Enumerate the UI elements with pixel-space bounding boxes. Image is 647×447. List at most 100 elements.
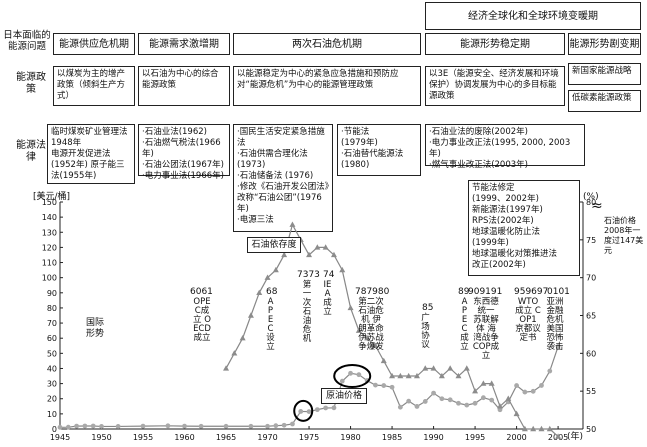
oil-dependency-point (289, 221, 296, 227)
law-item: ·燃气事业改正法(2003年) (429, 160, 528, 170)
law-box-recent: 节能法修定 (1999、2002年) 新能源法(1997年) RPS法(2002… (468, 180, 580, 276)
x-tick-label: 1975 (299, 433, 319, 442)
axis-break-mark: ≈ (591, 198, 603, 214)
period-label: 两次石油危机期 (292, 38, 362, 50)
oil-dependency-point (413, 372, 420, 379)
law-item: (1980) (341, 160, 370, 170)
y-right-tick-label: 65 (586, 312, 596, 321)
oil-dependency-point (505, 395, 512, 401)
crude-price-point (431, 390, 436, 396)
policy-box: 新国家能源战略 (568, 63, 641, 85)
event-text: APEC成立 (460, 297, 469, 352)
crude-price-point (74, 423, 80, 429)
x-tick-label: 1955 (133, 433, 153, 442)
period-demand-surge: 能源需求激增期 (138, 33, 230, 55)
crude-price-point (323, 405, 329, 411)
chart-marks (57, 221, 562, 439)
row-header: 日本面临的能源问题 (3, 30, 51, 52)
law-item: (1979年) (341, 138, 378, 148)
oil-dependency-point (447, 365, 454, 371)
crude-price-point (331, 405, 337, 411)
crude-price-point (447, 397, 453, 403)
crude-price-point (223, 423, 229, 429)
y-right-tick-label: 60 (586, 349, 596, 358)
oil-dependency-point (314, 244, 321, 250)
law-item: 临时煤炭矿业管理法1948年 (51, 127, 128, 148)
oil-dependency-point (264, 274, 271, 280)
oil-dependency-point (272, 266, 279, 273)
policy-box: 以石油为中心的综合能源政策 (138, 66, 230, 106)
event-text: 第一次石油危机 (302, 280, 312, 344)
law-item: ·石油业法(1962) (142, 127, 207, 137)
x-tick-label: 1950 (91, 433, 111, 442)
law-item: ·石油供需合理化法(1973) (237, 149, 308, 170)
law-box: ·石油业法的废除(2002年) ·电力事业改正法(1995, 2000, 200… (425, 124, 585, 170)
law-item: ·电源三法 (237, 215, 274, 225)
event-text: 广场协议 (421, 313, 430, 350)
oil-dependency-label: 石油依存度 (247, 237, 301, 253)
crude-price-point (281, 422, 287, 428)
x-unit: (年) (567, 432, 584, 442)
crude-price-point (389, 384, 395, 390)
x-tick-label: 1985 (382, 433, 402, 442)
period-label: 能源需求激增期 (149, 38, 219, 50)
law-box: 临时煤炭矿业管理法1948年 电源开发促进法(1952年) 原子能三法(1955… (47, 124, 135, 184)
top-banner-text: 经济全球化和全球环境变暖期 (468, 10, 598, 22)
oil-dependency-point (430, 365, 437, 371)
law-item: ·电力事业法(1966年) (142, 171, 224, 181)
oil-dependency-point (530, 425, 537, 432)
crude-price-point (140, 423, 146, 429)
crude-price-point (497, 407, 503, 413)
x-tick-label: 1965 (216, 433, 236, 442)
oil-dependency-point (306, 251, 313, 258)
crude-price-point (182, 423, 187, 429)
y-left-tick-label: 90 (47, 289, 57, 298)
law-box: ·国民生活安定紧急措施法 ·石油供需合理化法(1973) ·石油储备法 (197… (233, 124, 333, 232)
policy-label: 能源政策 (16, 72, 46, 95)
y-left-tick-label: 20 (47, 395, 57, 404)
law-label: 能源法律 (16, 140, 46, 163)
y-left-tick-label: 50 (47, 349, 57, 358)
oil-dependency-line (225, 223, 559, 438)
x-tick-label: 1960 (174, 433, 194, 442)
y-left-tick-label: 140 (42, 213, 57, 222)
event-text: APEC设立 (266, 297, 275, 352)
top-banner: 经济全球化和全球环境变暖期 (425, 2, 641, 30)
oil-dependency-point (281, 251, 288, 258)
law-item: ·节能法 (341, 127, 370, 137)
oil-dependency-point (322, 244, 329, 250)
oil-dependency-point (405, 372, 412, 379)
crude-price-point (339, 378, 345, 384)
event-year: 7373 (297, 270, 320, 280)
y-right-tick-label: 55 (586, 387, 596, 396)
law-item: 新能源法(1997年) (472, 205, 543, 215)
crude-price-point (248, 423, 254, 429)
crude-price-point (356, 372, 362, 378)
law-item: ·石油储备法 (1976) (237, 171, 314, 181)
oil-dependency-point (355, 327, 362, 333)
crude-price-point (422, 399, 428, 404)
event-year: 74 (323, 270, 335, 280)
oil-dependency-point (372, 342, 379, 348)
crude-price-point (406, 398, 412, 404)
oil-dependency-point (256, 289, 263, 295)
crude-price-point (456, 400, 461, 406)
oil-dependency-point (397, 372, 404, 379)
x-tick-label: 1980 (340, 433, 360, 442)
y-right-tick-label: 80 (586, 198, 596, 207)
event-text: OPEC成立 OECD成立 (193, 297, 211, 343)
period-supply-crisis: 能源供应危机期 (53, 33, 135, 55)
event-year: 6061 (190, 287, 213, 297)
crude-price-point (381, 383, 387, 388)
oil-dependency-point (538, 425, 545, 432)
law-item: ·修改《石油开发公团法》改称“石油公团”(1976年) (237, 182, 329, 214)
event-year: 787980 (355, 287, 390, 297)
oil-dependency-point (472, 387, 479, 394)
crude-price-point (273, 423, 279, 429)
law-item: ·电力事业改正法(1995, 2000, 2003年) (429, 138, 571, 159)
crude-price-point (439, 396, 445, 402)
price-note: 石油价格2008年一度过147美元 (604, 216, 644, 255)
oil-dependency-point (380, 357, 387, 364)
